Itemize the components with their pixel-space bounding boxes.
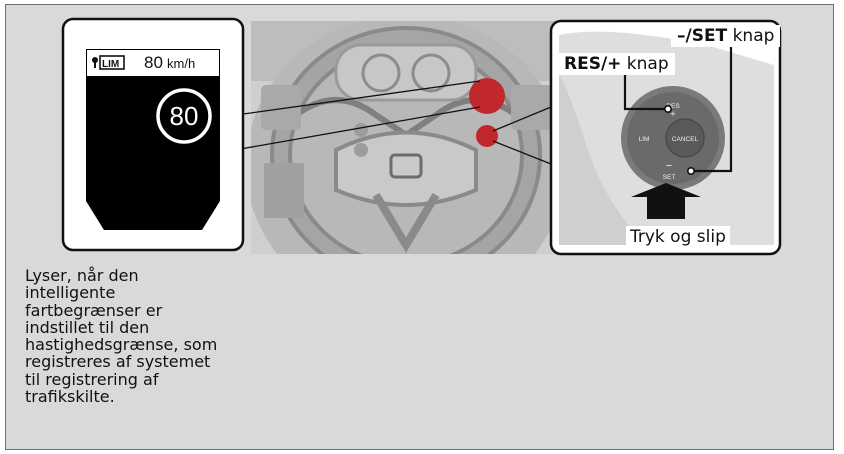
speed-readout: 80 xyxy=(144,53,163,72)
speed-unit: km/h xyxy=(167,56,195,71)
lim-button-label: LIM xyxy=(639,136,650,143)
figure-panel: LIM 80 km/h 80 CANCEL LIM RES + − SET –/… xyxy=(5,4,834,450)
switch-highlight-dot xyxy=(476,125,498,147)
set-button-callout: –/SET knap xyxy=(671,25,780,47)
display-zoom-box: LIM 80 km/h 80 xyxy=(63,19,243,250)
indicator-description: Lyser, når den intelligente fartbegrænse… xyxy=(25,267,265,405)
lim-indicator-label: LIM xyxy=(102,59,119,70)
steering-wheel-photo xyxy=(246,15,566,315)
cancel-label: CANCEL xyxy=(672,136,699,143)
minus-label: − xyxy=(666,160,672,172)
speed-limit-sign-value: 80 xyxy=(170,101,199,131)
res-button-callout: RES/+ knap xyxy=(558,53,675,75)
press-release-callout: Tryk og slip xyxy=(626,226,730,248)
set-button-label: SET xyxy=(663,174,676,181)
